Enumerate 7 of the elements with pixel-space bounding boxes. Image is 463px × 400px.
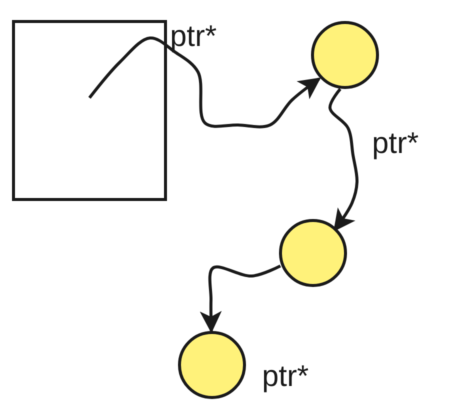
- arrow: [88, 36, 321, 128]
- arrow: [328, 88, 359, 232]
- box: [12, 20, 167, 201]
- pointer-label: ptr*: [170, 22, 217, 52]
- pointer-label: ptr*: [262, 362, 309, 392]
- arrow: [200, 264, 282, 334]
- edge-label: ptr*: [372, 129, 419, 159]
